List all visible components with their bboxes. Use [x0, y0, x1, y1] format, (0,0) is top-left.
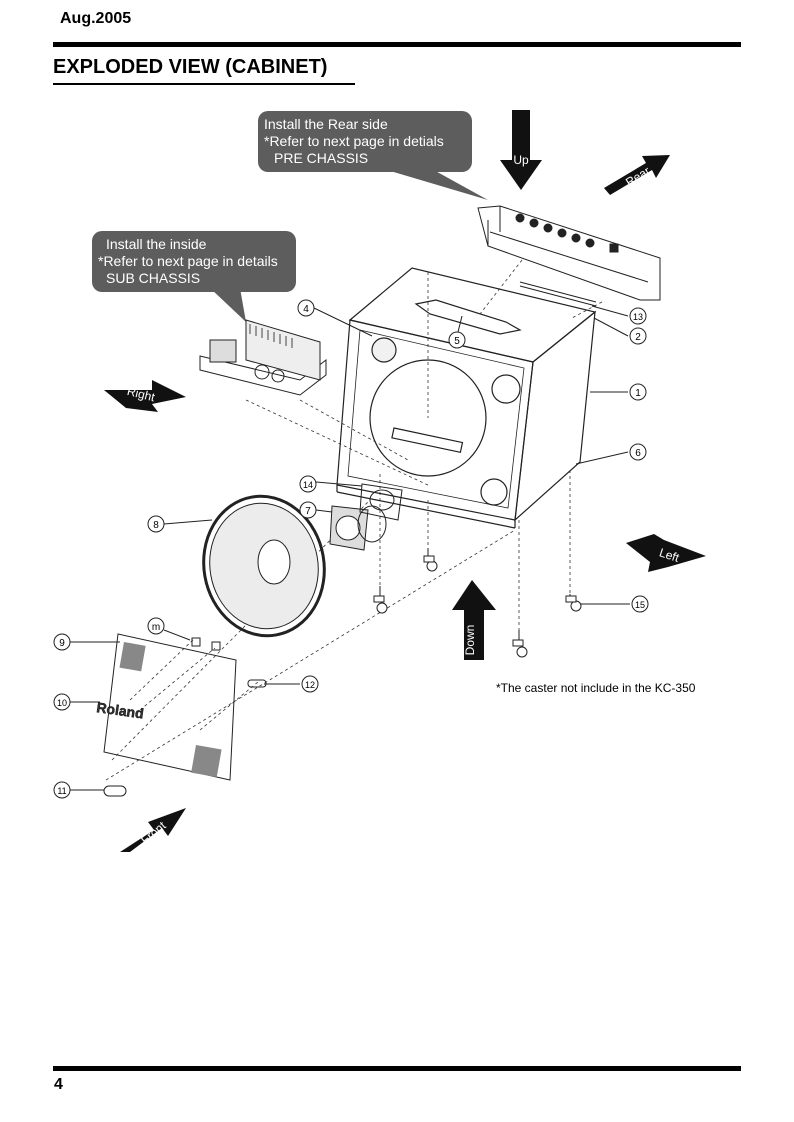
cabinet-body — [336, 267, 597, 529]
part-callouts — [53, 299, 649, 799]
page-number: 4 — [54, 1076, 63, 1093]
down-arrow-icon: Down — [452, 580, 496, 660]
part-number: 7 — [305, 506, 311, 517]
part-number: 15 — [635, 600, 645, 610]
port-ring — [359, 483, 403, 521]
header-rule — [53, 42, 741, 47]
pre-chassis-callout-bubble: Install the Rear side *Refer to next pag… — [258, 111, 472, 172]
footer-rule — [53, 1066, 741, 1071]
pre-chassis-line2: *Refer to next page in detials — [264, 133, 444, 149]
roland-logo: Roland — [96, 699, 145, 721]
pre-chassis-bubble-tail — [380, 168, 488, 200]
sub-chassis-line1: Install the inside — [106, 236, 207, 252]
caster-note: *The caster not include in the KC-350 — [496, 681, 696, 695]
rear-arrow-icon: Rear — [604, 155, 670, 195]
caster-icon — [512, 630, 528, 658]
section-title: EXPLODED VIEW (CABINET) — [53, 56, 356, 85]
part-number: 9 — [59, 638, 65, 649]
caster-icon — [373, 586, 388, 614]
part-number: 6 — [635, 448, 641, 459]
document-date: Aug.2005 — [60, 10, 132, 27]
sub-chassis-callout-bubble: Install the inside *Refer to next page i… — [92, 231, 296, 292]
part-number: 8 — [153, 520, 159, 531]
right-label: Right — [126, 384, 157, 405]
part-number: 5 — [454, 336, 460, 347]
part-number: 4 — [303, 304, 309, 315]
caster-icon — [565, 594, 582, 612]
part-number: 1 — [635, 388, 641, 399]
sub-chassis-bubble-tail — [210, 288, 246, 322]
left-arrow-icon: Left — [626, 534, 706, 572]
part-number: 11 — [57, 786, 66, 796]
up-label: Up — [513, 153, 529, 167]
speaker — [202, 494, 326, 638]
part-number: 13 — [633, 312, 643, 322]
pre-chassis-line1: Install the Rear side — [264, 116, 388, 132]
part-number: 14 — [303, 480, 313, 490]
sub-chassis-board — [199, 319, 327, 396]
casters — [373, 548, 582, 658]
part-number: 12 — [305, 680, 315, 690]
pre-chassis-panel — [477, 205, 661, 307]
caster-icon — [423, 548, 438, 572]
part-number: 2 — [635, 332, 641, 343]
pre-chassis-line3: PRE CHASSIS — [274, 150, 369, 166]
right-arrow-icon: Right — [104, 380, 186, 412]
left-label: Left — [658, 545, 682, 565]
assembly-guide-lines — [105, 259, 603, 781]
sub-chassis-line3: SUB CHASSIS — [106, 270, 201, 286]
sub-chassis-line2: *Refer to next page in details — [98, 253, 278, 269]
part-numbers: 1 2 4 5 6 7 8 9 10 11 12 13 14 15 m — [57, 304, 645, 796]
front-arrow-icon: Front — [120, 808, 186, 852]
down-label: Down — [463, 625, 477, 656]
part-number: m — [152, 622, 160, 633]
up-arrow-icon: Up — [500, 110, 542, 190]
tweeter — [329, 505, 387, 551]
part-number: 10 — [57, 698, 67, 708]
